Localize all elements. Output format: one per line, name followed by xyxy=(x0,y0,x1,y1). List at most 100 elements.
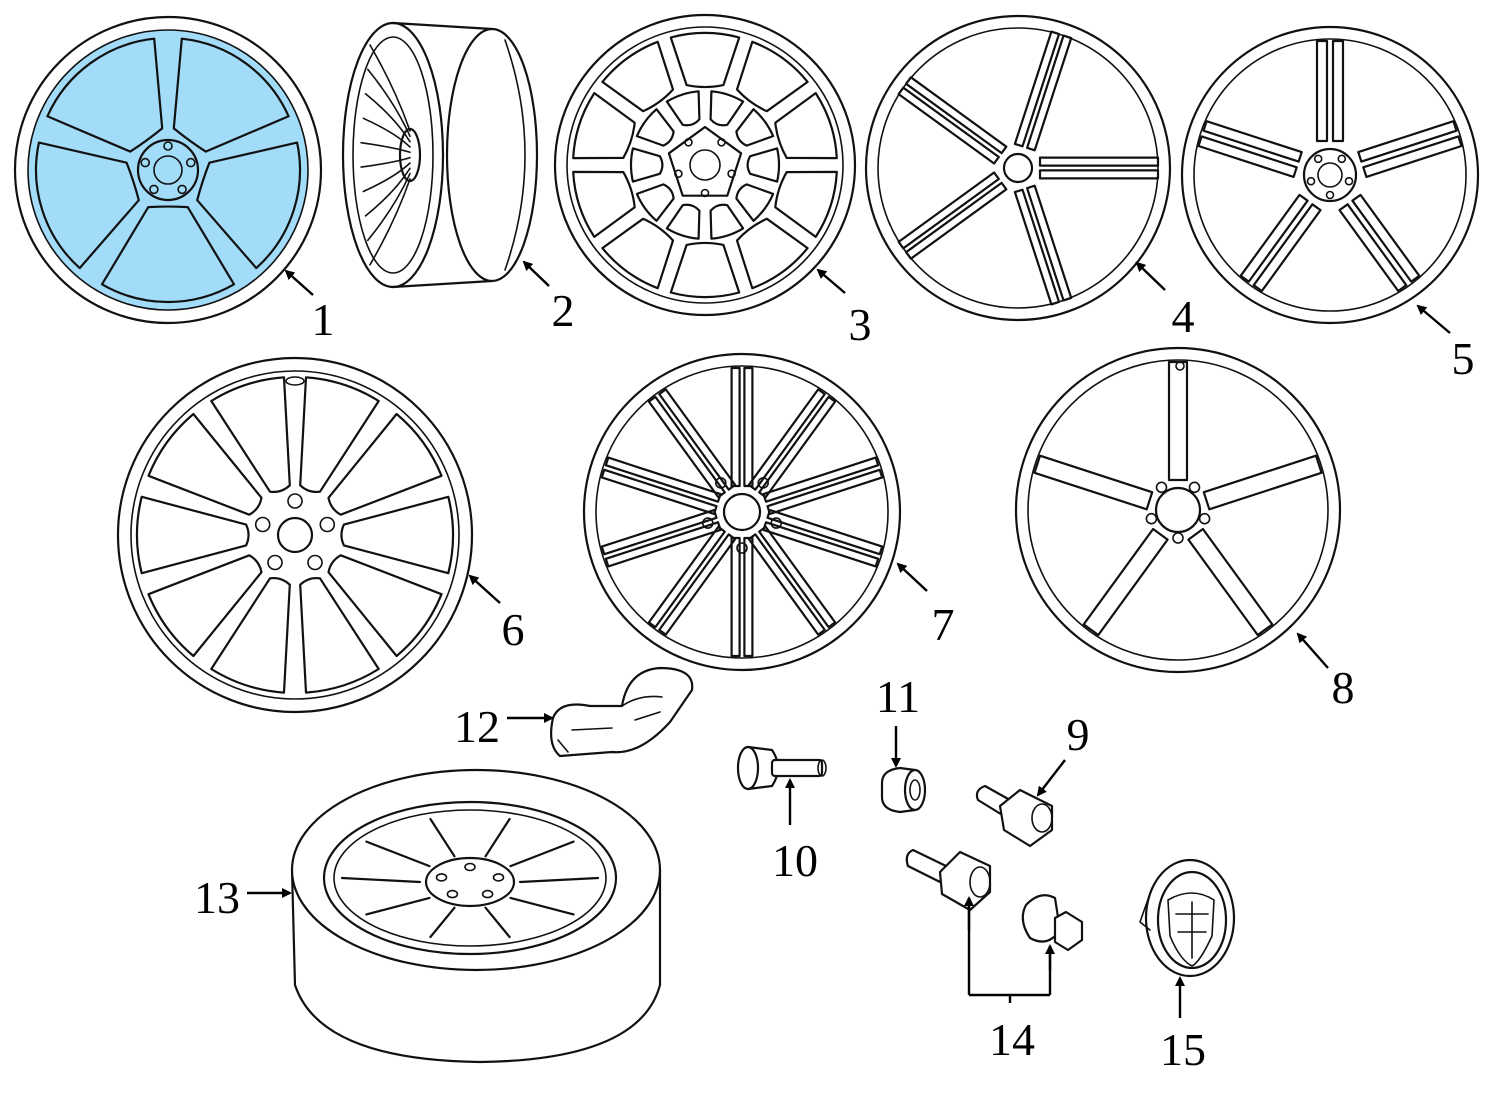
callout-arrows xyxy=(247,260,1451,1018)
wheel-1-center-cap-icon xyxy=(153,155,183,185)
center-cap-part-15[interactable] xyxy=(1139,858,1236,978)
callout-2[interactable]: 2 xyxy=(552,285,575,336)
lug-bolt-part-9[interactable] xyxy=(975,784,1054,848)
wheel-3-inner-window-6 xyxy=(665,203,701,240)
lock-bolt-a-hex-head xyxy=(938,850,992,912)
wheel-5-inner-rim xyxy=(1193,38,1467,312)
wheel-6-lug-holes xyxy=(254,493,336,571)
wheel-7-spoke-4-1 xyxy=(766,509,884,556)
callout-5[interactable]: 5 xyxy=(1452,333,1475,384)
wheel-part-2[interactable] xyxy=(341,21,539,289)
spare-wheel-spoke-6 xyxy=(340,876,422,884)
arrow-3 xyxy=(816,268,846,294)
lock-bolts-part-14[interactable] xyxy=(905,848,1084,952)
spare-wheel-rim xyxy=(322,800,618,956)
wheel-3-lug-1 xyxy=(717,138,726,147)
wheel-1-spokes xyxy=(34,37,302,304)
wheel-5-spoke-1-2 xyxy=(1331,39,1345,143)
wheel-4-spoke-2-1 xyxy=(1038,156,1160,167)
arrow-9 xyxy=(1036,759,1066,797)
wheel-5-lug-3 xyxy=(1325,190,1335,200)
wheel-5-lug-4 xyxy=(1306,176,1316,186)
wheel-5-rim xyxy=(1180,25,1480,325)
spare-wheel-spoke-3 xyxy=(484,906,511,939)
wheel-8-lug-holes xyxy=(1145,481,1211,544)
wheel-3-outer-window-1 xyxy=(669,31,741,89)
spare-tire-part-13[interactable] xyxy=(290,768,662,1064)
wheel-6-window-1 xyxy=(299,376,380,494)
wheel-3-outer-window-3 xyxy=(774,92,838,160)
callout-15[interactable]: 15 xyxy=(1160,1024,1206,1075)
wheel-3-outer-window-4 xyxy=(774,170,838,238)
spare-wheel-lug-5 xyxy=(435,873,448,882)
spare-wheel-spoke-9 xyxy=(484,817,511,858)
wheel-6-window-7 xyxy=(147,554,263,658)
wheel-6-window-8 xyxy=(135,495,250,575)
wheel-5-spoke-3-2 xyxy=(1338,203,1408,293)
wheel-3-inner-window-1 xyxy=(709,90,745,127)
wheel-4-spoke-1-2 xyxy=(1026,34,1073,152)
wheel-1-window-5 xyxy=(46,37,164,153)
wheel-3-outer-window-5 xyxy=(735,217,809,290)
wheel-1-rim xyxy=(13,15,323,325)
wheel-6-valve-hole xyxy=(285,376,305,386)
wheel-part-3[interactable] xyxy=(553,13,857,317)
wheel-4-spoke-5-2 xyxy=(905,76,1008,155)
wheel-6-window-3 xyxy=(340,495,455,575)
wheel-1-window-4 xyxy=(34,141,140,270)
wheel-7-lug-1 xyxy=(757,477,770,489)
callout-4[interactable]: 4 xyxy=(1172,291,1195,342)
callout-9[interactable]: 9 xyxy=(1067,709,1090,760)
wheel-7-spoke-9-1 xyxy=(600,468,718,515)
wheel-part-7[interactable] xyxy=(582,352,902,672)
valve-stem-part-10[interactable] xyxy=(736,745,827,791)
wheel-3-lug-3 xyxy=(700,188,710,198)
wheel-3-inner-window-7 xyxy=(635,183,675,222)
callout-3[interactable]: 3 xyxy=(849,299,872,350)
valve-grommet-part-11[interactable] xyxy=(880,766,927,814)
callout-1[interactable]: 1 xyxy=(312,294,335,345)
wheel-8-inner-rim xyxy=(1027,359,1329,661)
wheel-8-spoke-1 xyxy=(1167,360,1189,482)
wheel-5-spokes xyxy=(1197,39,1463,293)
arrow-7 xyxy=(896,562,928,592)
wheel-8-valve-hole xyxy=(1175,361,1185,371)
callout-7[interactable]: 7 xyxy=(932,599,955,650)
callout-8[interactable]: 8 xyxy=(1332,662,1355,713)
wheel-7-spoke-10-2 xyxy=(658,388,737,491)
wheel-7-spoke-6-1 xyxy=(743,536,754,658)
wheel-part-4[interactable] xyxy=(864,14,1172,322)
wheel-2-spoke-10 xyxy=(369,178,411,266)
wheel-7-spoke-8-2 xyxy=(600,509,718,556)
spare-tire-tread xyxy=(290,768,662,972)
wheel-part-6[interactable] xyxy=(116,356,474,714)
tpms-sensor-part-12[interactable] xyxy=(550,666,694,758)
tpms-sensor-body xyxy=(550,666,694,758)
callout-14[interactable]: 14 xyxy=(989,1014,1035,1065)
wheel-part-1[interactable] xyxy=(13,15,323,325)
callout-12[interactable]: 12 xyxy=(454,701,500,752)
wheel-1-lug-5 xyxy=(140,157,150,168)
callout-6[interactable]: 6 xyxy=(502,604,525,655)
callout-labels: 1 2 3 4 5 6 7 8 9 10 11 12 13 14 15 xyxy=(194,285,1475,1075)
wheel-7-spoke-3-1 xyxy=(762,456,880,503)
callout-11[interactable]: 11 xyxy=(876,671,920,722)
callout-10[interactable]: 10 xyxy=(772,835,818,886)
wheel-7-spoke-1-1 xyxy=(730,366,741,488)
wheel-3-inner-window-4 xyxy=(735,183,775,222)
wheel-6-lug-3 xyxy=(307,554,323,571)
valve-stem-tip xyxy=(817,759,827,777)
wheel-2-spoke-5 xyxy=(360,141,411,154)
valve-grommet-hole xyxy=(909,779,921,801)
wheel-part-5[interactable] xyxy=(1180,25,1480,325)
wheel-6-window-4 xyxy=(327,554,443,658)
wheel-2-barrel xyxy=(391,21,494,289)
wheel-2-spoke-3 xyxy=(364,93,411,143)
wheel-7-hub xyxy=(722,492,762,532)
wheel-5-spoke-5-1 xyxy=(1197,135,1298,178)
spare-wheel-spoke-2 xyxy=(509,896,575,916)
wheel-8-lug-5 xyxy=(1155,481,1168,494)
callout-13[interactable]: 13 xyxy=(194,872,240,923)
wheel-1-window-3 xyxy=(100,205,236,304)
wheel-part-8[interactable] xyxy=(1014,346,1342,674)
